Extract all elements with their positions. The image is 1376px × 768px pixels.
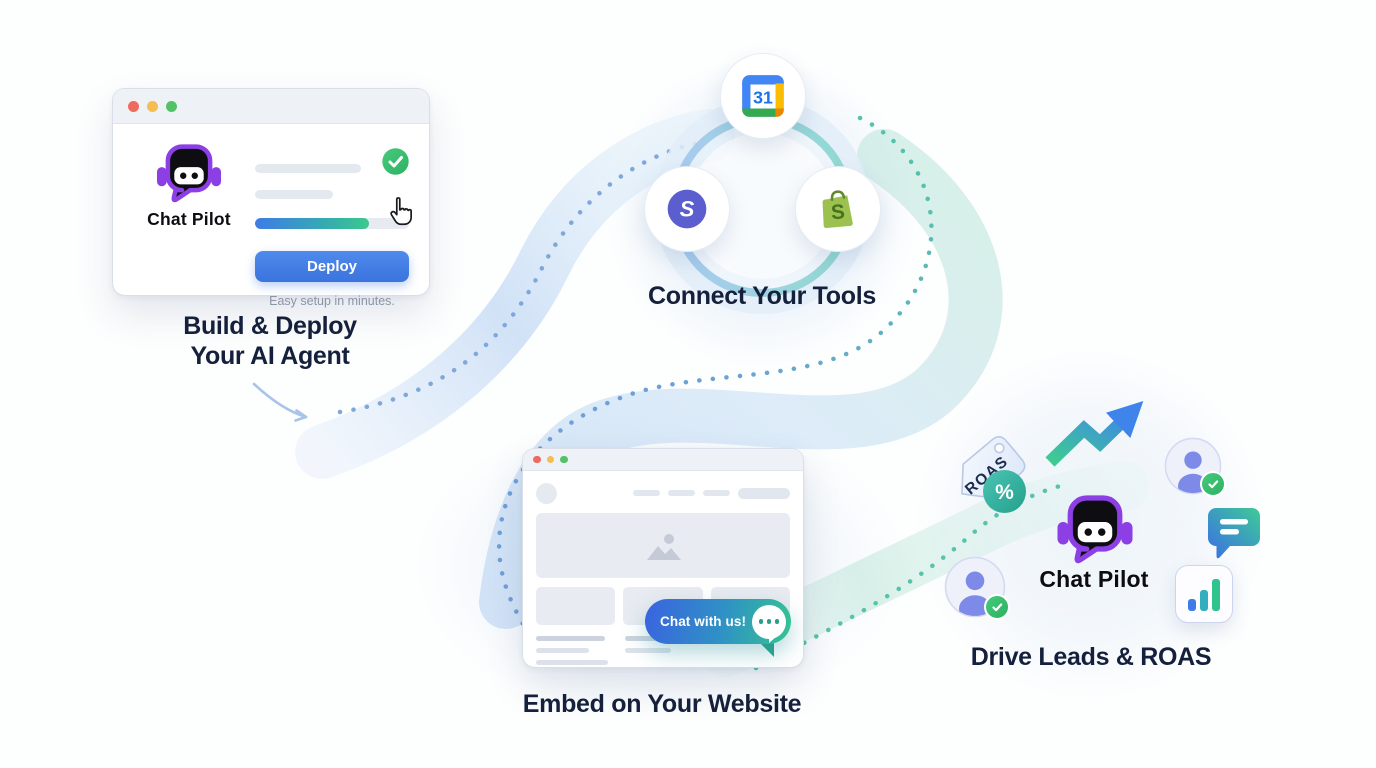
percent-badge-icon: % [983, 470, 1026, 513]
growth-arrow-icon [1045, 401, 1144, 467]
dotted-path-build [337, 139, 707, 415]
traffic-light-green-icon [166, 100, 177, 112]
tool-google-calendar: 31 [720, 53, 806, 139]
chat-bubble-dots-icon [752, 604, 786, 643]
step-title-drive: Drive Leads & ROAS [970, 643, 1212, 671]
site-hero-placeholder [536, 513, 790, 578]
svg-text:S: S [680, 197, 695, 222]
stripe-icon: S [667, 189, 707, 229]
chat-pilot-logo-icon [157, 144, 221, 203]
step-title-build: Build & Deploy Your AI Agent [112, 311, 428, 371]
hand-cursor-icon [390, 197, 412, 226]
svg-text:%: % [995, 481, 1014, 504]
lead-avatar [1164, 437, 1226, 497]
tool-shopify: S [795, 166, 881, 252]
chat-widget-tail [758, 641, 774, 657]
build-heading-line2: Your AI Agent [190, 342, 350, 370]
chat-widget-button[interactable]: Chat with us! [645, 599, 791, 644]
lead-avatar [944, 556, 1010, 620]
image-placeholder-icon [647, 533, 681, 560]
skeleton-line [255, 190, 333, 199]
builder-window: Chat Pilot [112, 88, 430, 308]
curved-arrow-icon [252, 382, 308, 422]
traffic-light-red-icon [128, 100, 139, 112]
shopify-icon: S [822, 190, 853, 229]
setup-progress-bar [255, 218, 409, 229]
dotted-path-drive [753, 483, 1063, 671]
website-window-titlebar [523, 449, 803, 471]
svg-text:31: 31 [753, 87, 773, 107]
dotted-path-connect [496, 115, 934, 639]
chat-pilot-logo-icon [1050, 495, 1140, 564]
chat-widget-label: Chat with us! [660, 614, 747, 629]
site-nav-placeholder [633, 487, 790, 499]
svg-text:S: S [830, 200, 845, 224]
deploy-caption: Easy setup in minutes. [269, 294, 395, 308]
traffic-light-yellow-icon [147, 100, 158, 112]
connect-ring-center [689, 133, 835, 279]
traffic-light-yellow-icon [546, 455, 554, 464]
setup-progress-fill [255, 218, 369, 229]
step-title-embed: Embed on Your Website [522, 690, 802, 718]
builder-window-titlebar [113, 89, 429, 124]
success-check-icon [382, 148, 409, 180]
verified-check-icon [984, 594, 1010, 620]
site-avatar-placeholder [536, 482, 557, 504]
skeleton-line [255, 163, 361, 173]
analytics-chart-icon [1175, 565, 1233, 623]
traffic-light-red-icon [533, 455, 541, 464]
verified-check-icon [1200, 471, 1226, 497]
tool-stripe: S [644, 166, 730, 252]
build-heading-line1: Build & Deploy [183, 312, 357, 340]
google-calendar-icon: 31 [742, 75, 784, 117]
chat-message-icon [1208, 508, 1260, 559]
deploy-button[interactable]: Deploy [255, 251, 409, 282]
step-title-connect: Connect Your Tools [648, 282, 876, 310]
brand-wordmark: Chat Pilot [147, 209, 231, 229]
traffic-light-green-icon [560, 455, 568, 464]
brand-wordmark: Chat Pilot [1039, 566, 1149, 592]
